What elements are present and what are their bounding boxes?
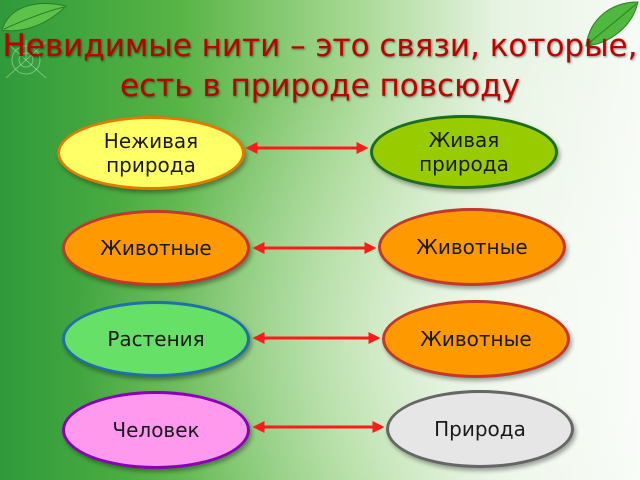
node-label: Животные — [420, 327, 532, 351]
leaf-top-right-icon — [585, 1, 639, 47]
cobweb-icon — [5, 40, 47, 79]
node-nonliving-nature: Неживая природа — [57, 116, 245, 190]
node-label: Животные — [100, 236, 212, 260]
node-label: Растения — [107, 327, 205, 351]
node-animals-left: Животные — [62, 210, 250, 286]
node-nature: Природа — [386, 390, 574, 468]
leaf-top-left-icon — [1, 3, 67, 32]
node-label: Живая природа — [419, 128, 509, 176]
node-animals-right: Животные — [378, 208, 566, 286]
node-label: Человек — [112, 418, 200, 442]
node-plants: Растения — [62, 301, 250, 377]
node-label: Животные — [416, 235, 528, 259]
page-title: Невидимые нити – это связи, которые, ест… — [2, 28, 638, 104]
node-label: Неживая природа — [103, 129, 199, 177]
node-label: Природа — [434, 417, 526, 441]
node-human: Человек — [62, 391, 250, 469]
node-animals-right-2: Животные — [382, 300, 570, 378]
node-living-nature: Живая природа — [370, 115, 558, 189]
